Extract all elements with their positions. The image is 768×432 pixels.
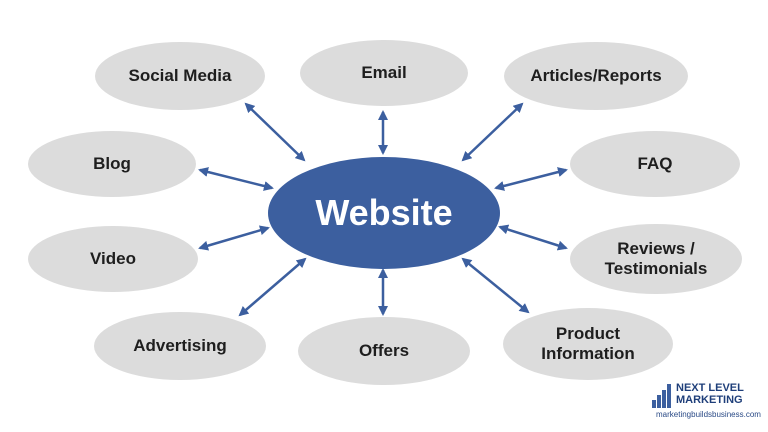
logo-line-1: NEXT LEVEL (676, 382, 744, 394)
node-label: Email (361, 63, 407, 82)
node-video: Video (28, 226, 198, 292)
logo-line-2: MARKETING (676, 394, 743, 406)
node-label: Articles/Reports (530, 66, 662, 85)
hub-website: Website (268, 157, 500, 269)
arrow-reviews-testimonials (498, 224, 568, 251)
logo-wordmark: NEXT LEVEL MARKETING (676, 382, 744, 406)
node-label: Blog (93, 154, 131, 173)
arrow-video (198, 225, 270, 251)
node-faq: FAQ (570, 131, 740, 197)
node-label-line: Information (541, 344, 635, 363)
node-label: Advertising (133, 336, 227, 355)
node-product-information: Product Information (503, 308, 673, 380)
stairs-logo-icon (652, 384, 672, 408)
hub-label: Website (315, 192, 453, 233)
node-label-line: Testimonials (604, 259, 708, 278)
arrow-product-information (461, 257, 530, 314)
brand-logo: NEXT LEVEL MARKETING marketingbuildsbusi… (652, 382, 764, 426)
logo-url: marketingbuildsbusiness.com (656, 410, 761, 419)
node-label-line: Reviews / (617, 239, 695, 258)
node-label-group: Reviews / Testimonials (605, 239, 708, 279)
node-articles-reports: Articles/Reports (504, 42, 688, 110)
node-label: Social Media (128, 66, 232, 85)
node-blog: Blog (28, 131, 196, 197)
arrow-advertising (238, 257, 307, 317)
node-label-line: Product (555, 324, 621, 343)
node-advertising: Advertising (94, 312, 266, 380)
arrow-articles-reports (461, 102, 524, 162)
node-offers: Offers (298, 317, 470, 385)
arrow-social-media (244, 102, 306, 162)
node-label: Offers (358, 341, 410, 360)
node-label-group: Product Information (541, 324, 635, 364)
arrow-blog (198, 167, 274, 191)
node-email: Email (300, 40, 468, 106)
arrow-faq (494, 167, 568, 191)
node-label: FAQ (637, 154, 673, 173)
node-social-media: Social Media (95, 42, 265, 110)
node-label: Video (90, 249, 136, 268)
node-reviews-testimonials: Reviews / Testimonials (570, 224, 742, 294)
